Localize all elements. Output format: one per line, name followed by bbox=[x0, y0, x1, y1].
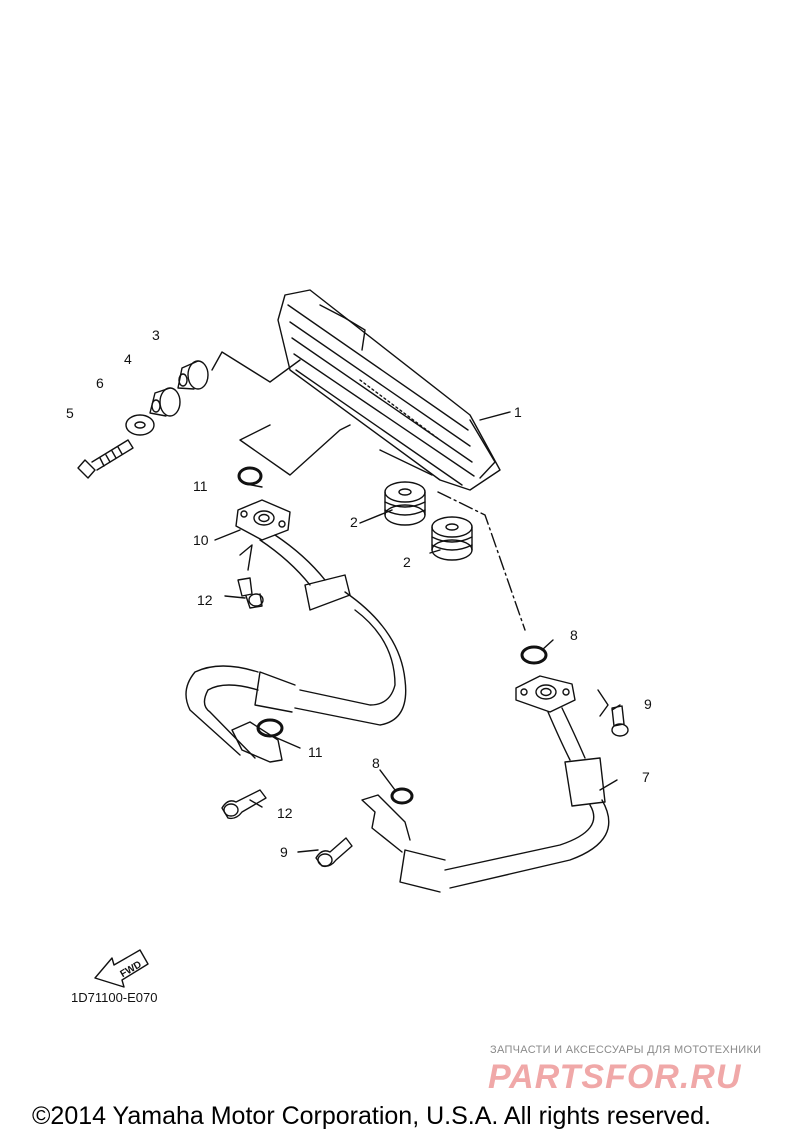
bolt-9-lower bbox=[315, 837, 353, 868]
callout-11b: 11 bbox=[308, 744, 323, 760]
bolt-9-right bbox=[611, 705, 629, 737]
callout-9b: 9 bbox=[280, 844, 288, 860]
damper-small bbox=[149, 387, 181, 417]
callout-6: 6 bbox=[96, 375, 104, 391]
fwd-label: FWD bbox=[118, 959, 143, 980]
parts-diagram: 1 2 2 3 4 5 6 7 8 8 9 9 10 11 11 12 12 F… bbox=[66, 289, 652, 988]
callout-9a: 9 bbox=[644, 696, 652, 712]
callout-12b: 12 bbox=[277, 805, 293, 821]
callout-8a: 8 bbox=[570, 627, 578, 643]
damper-lower bbox=[431, 516, 473, 561]
oil-cooler bbox=[277, 289, 501, 491]
o-ring-lower-11 bbox=[256, 718, 284, 738]
o-ring-upper-8 bbox=[520, 645, 548, 665]
bolt-12-upper bbox=[237, 577, 264, 609]
callout-7: 7 bbox=[642, 769, 650, 785]
flange-10 bbox=[235, 499, 291, 541]
collar bbox=[177, 360, 209, 390]
callout-8b: 8 bbox=[372, 755, 380, 771]
watermark-tagline: ЗАПЧАСТИ И АКСЕССУАРЫ ДЛЯ МОТОТЕХНИКИ bbox=[490, 1044, 762, 1056]
callout-2b: 2 bbox=[403, 554, 411, 570]
callout-12a: 12 bbox=[197, 592, 213, 608]
damper-upper bbox=[384, 481, 426, 526]
o-ring-lower-8 bbox=[390, 787, 414, 805]
callout-2a: 2 bbox=[350, 514, 358, 530]
callout-4: 4 bbox=[124, 351, 132, 367]
callout-11a: 11 bbox=[193, 478, 208, 494]
bolt bbox=[77, 439, 134, 479]
bolt-12-lower bbox=[221, 789, 267, 820]
leader-lines bbox=[211, 351, 621, 853]
watermark-logo: PARTSFOR.RU bbox=[488, 1058, 742, 1096]
washer bbox=[125, 414, 155, 436]
o-ring-upper-11 bbox=[237, 466, 263, 486]
callout-5: 5 bbox=[66, 405, 74, 421]
oil-pipe-upper bbox=[185, 534, 407, 763]
fwd-arrow-icon bbox=[94, 949, 149, 988]
copyright-notice: ©2014 Yamaha Motor Corporation, U.S.A. A… bbox=[32, 1102, 711, 1130]
oil-pipe-lower bbox=[361, 707, 610, 893]
callout-10: 10 bbox=[193, 532, 209, 548]
flange-7 bbox=[515, 675, 576, 713]
diagram-code: 1D71100-E070 bbox=[71, 990, 158, 1005]
callout-1: 1 bbox=[514, 404, 522, 420]
callout-3: 3 bbox=[152, 327, 160, 343]
